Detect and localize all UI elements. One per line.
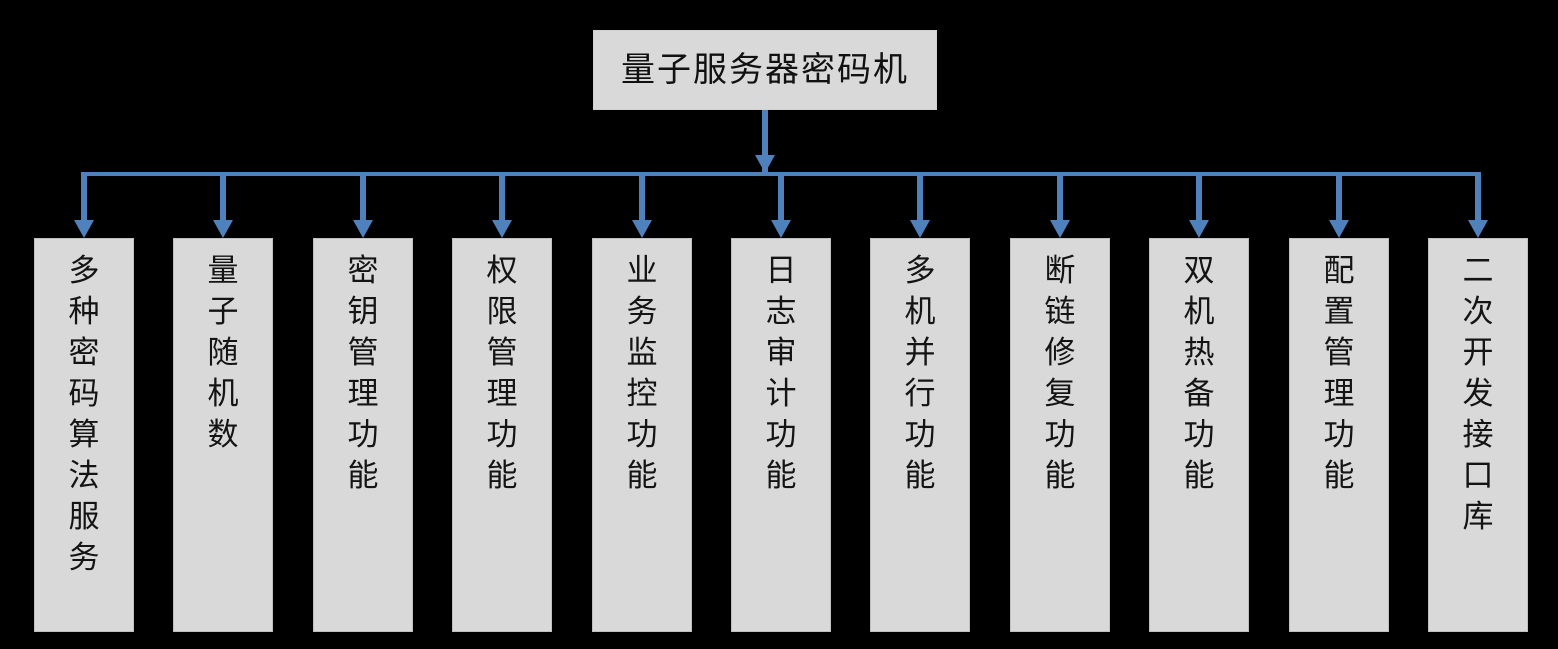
child-connector-stem bbox=[81, 174, 87, 220]
bus-line bbox=[81, 172, 1481, 176]
child-node[interactable]: 多机并行功能 bbox=[870, 238, 970, 632]
child-connector-arrowhead bbox=[492, 220, 512, 238]
root-connector-arrowhead bbox=[755, 155, 775, 173]
root-node[interactable]: 量子服务器密码机 bbox=[593, 30, 937, 110]
child-node-label: 量子随机数 bbox=[207, 253, 239, 453]
child-node[interactable]: 多种密码算法服务 bbox=[34, 238, 134, 632]
child-connector-arrowhead bbox=[1329, 220, 1349, 238]
child-connector-stem bbox=[360, 174, 366, 220]
child-node-label: 日志审计功能 bbox=[765, 253, 797, 494]
child-connector-stem bbox=[1336, 174, 1342, 220]
child-connector-arrowhead bbox=[74, 220, 94, 238]
child-connector-arrowhead bbox=[910, 220, 930, 238]
child-node-label: 二次开发接口库 bbox=[1462, 253, 1494, 535]
child-connector-arrowhead bbox=[1189, 220, 1209, 238]
child-node[interactable]: 权限管理功能 bbox=[452, 238, 552, 632]
child-node-label: 配置管理功能 bbox=[1323, 253, 1355, 494]
child-node-label: 断链修复功能 bbox=[1044, 253, 1076, 494]
child-connector-stem bbox=[1057, 174, 1063, 220]
child-connector-stem bbox=[1475, 174, 1481, 220]
child-node-label: 权限管理功能 bbox=[486, 253, 518, 494]
child-connector-arrowhead bbox=[771, 220, 791, 238]
child-node[interactable]: 配置管理功能 bbox=[1289, 238, 1389, 632]
child-node[interactable]: 双机热备功能 bbox=[1149, 238, 1249, 632]
child-connector-stem bbox=[220, 174, 226, 220]
child-node-label: 多种密码算法服务 bbox=[68, 253, 100, 576]
child-connector-stem bbox=[499, 174, 505, 220]
child-connector-stem bbox=[778, 174, 784, 220]
child-node[interactable]: 断链修复功能 bbox=[1010, 238, 1110, 632]
child-node[interactable]: 密钥管理功能 bbox=[313, 238, 413, 632]
child-connector-arrowhead bbox=[632, 220, 652, 238]
child-connector-arrowhead bbox=[1050, 220, 1070, 238]
child-connector-arrowhead bbox=[213, 220, 233, 238]
child-node-label: 多机并行功能 bbox=[904, 253, 936, 494]
child-node-label: 业务监控功能 bbox=[626, 253, 658, 494]
child-connector-arrowhead bbox=[353, 220, 373, 238]
child-node[interactable]: 业务监控功能 bbox=[592, 238, 692, 632]
child-node[interactable]: 二次开发接口库 bbox=[1428, 238, 1528, 632]
child-connector-arrowhead bbox=[1468, 220, 1488, 238]
child-connector-stem bbox=[917, 174, 923, 220]
child-node[interactable]: 日志审计功能 bbox=[731, 238, 831, 632]
root-node-label: 量子服务器密码机 bbox=[621, 50, 909, 90]
child-connector-stem bbox=[639, 174, 645, 220]
child-node[interactable]: 量子随机数 bbox=[173, 238, 273, 632]
root-connector-stem bbox=[762, 110, 768, 172]
child-connector-stem bbox=[1196, 174, 1202, 220]
child-node-label: 密钥管理功能 bbox=[347, 253, 379, 494]
child-node-label: 双机热备功能 bbox=[1183, 253, 1215, 494]
